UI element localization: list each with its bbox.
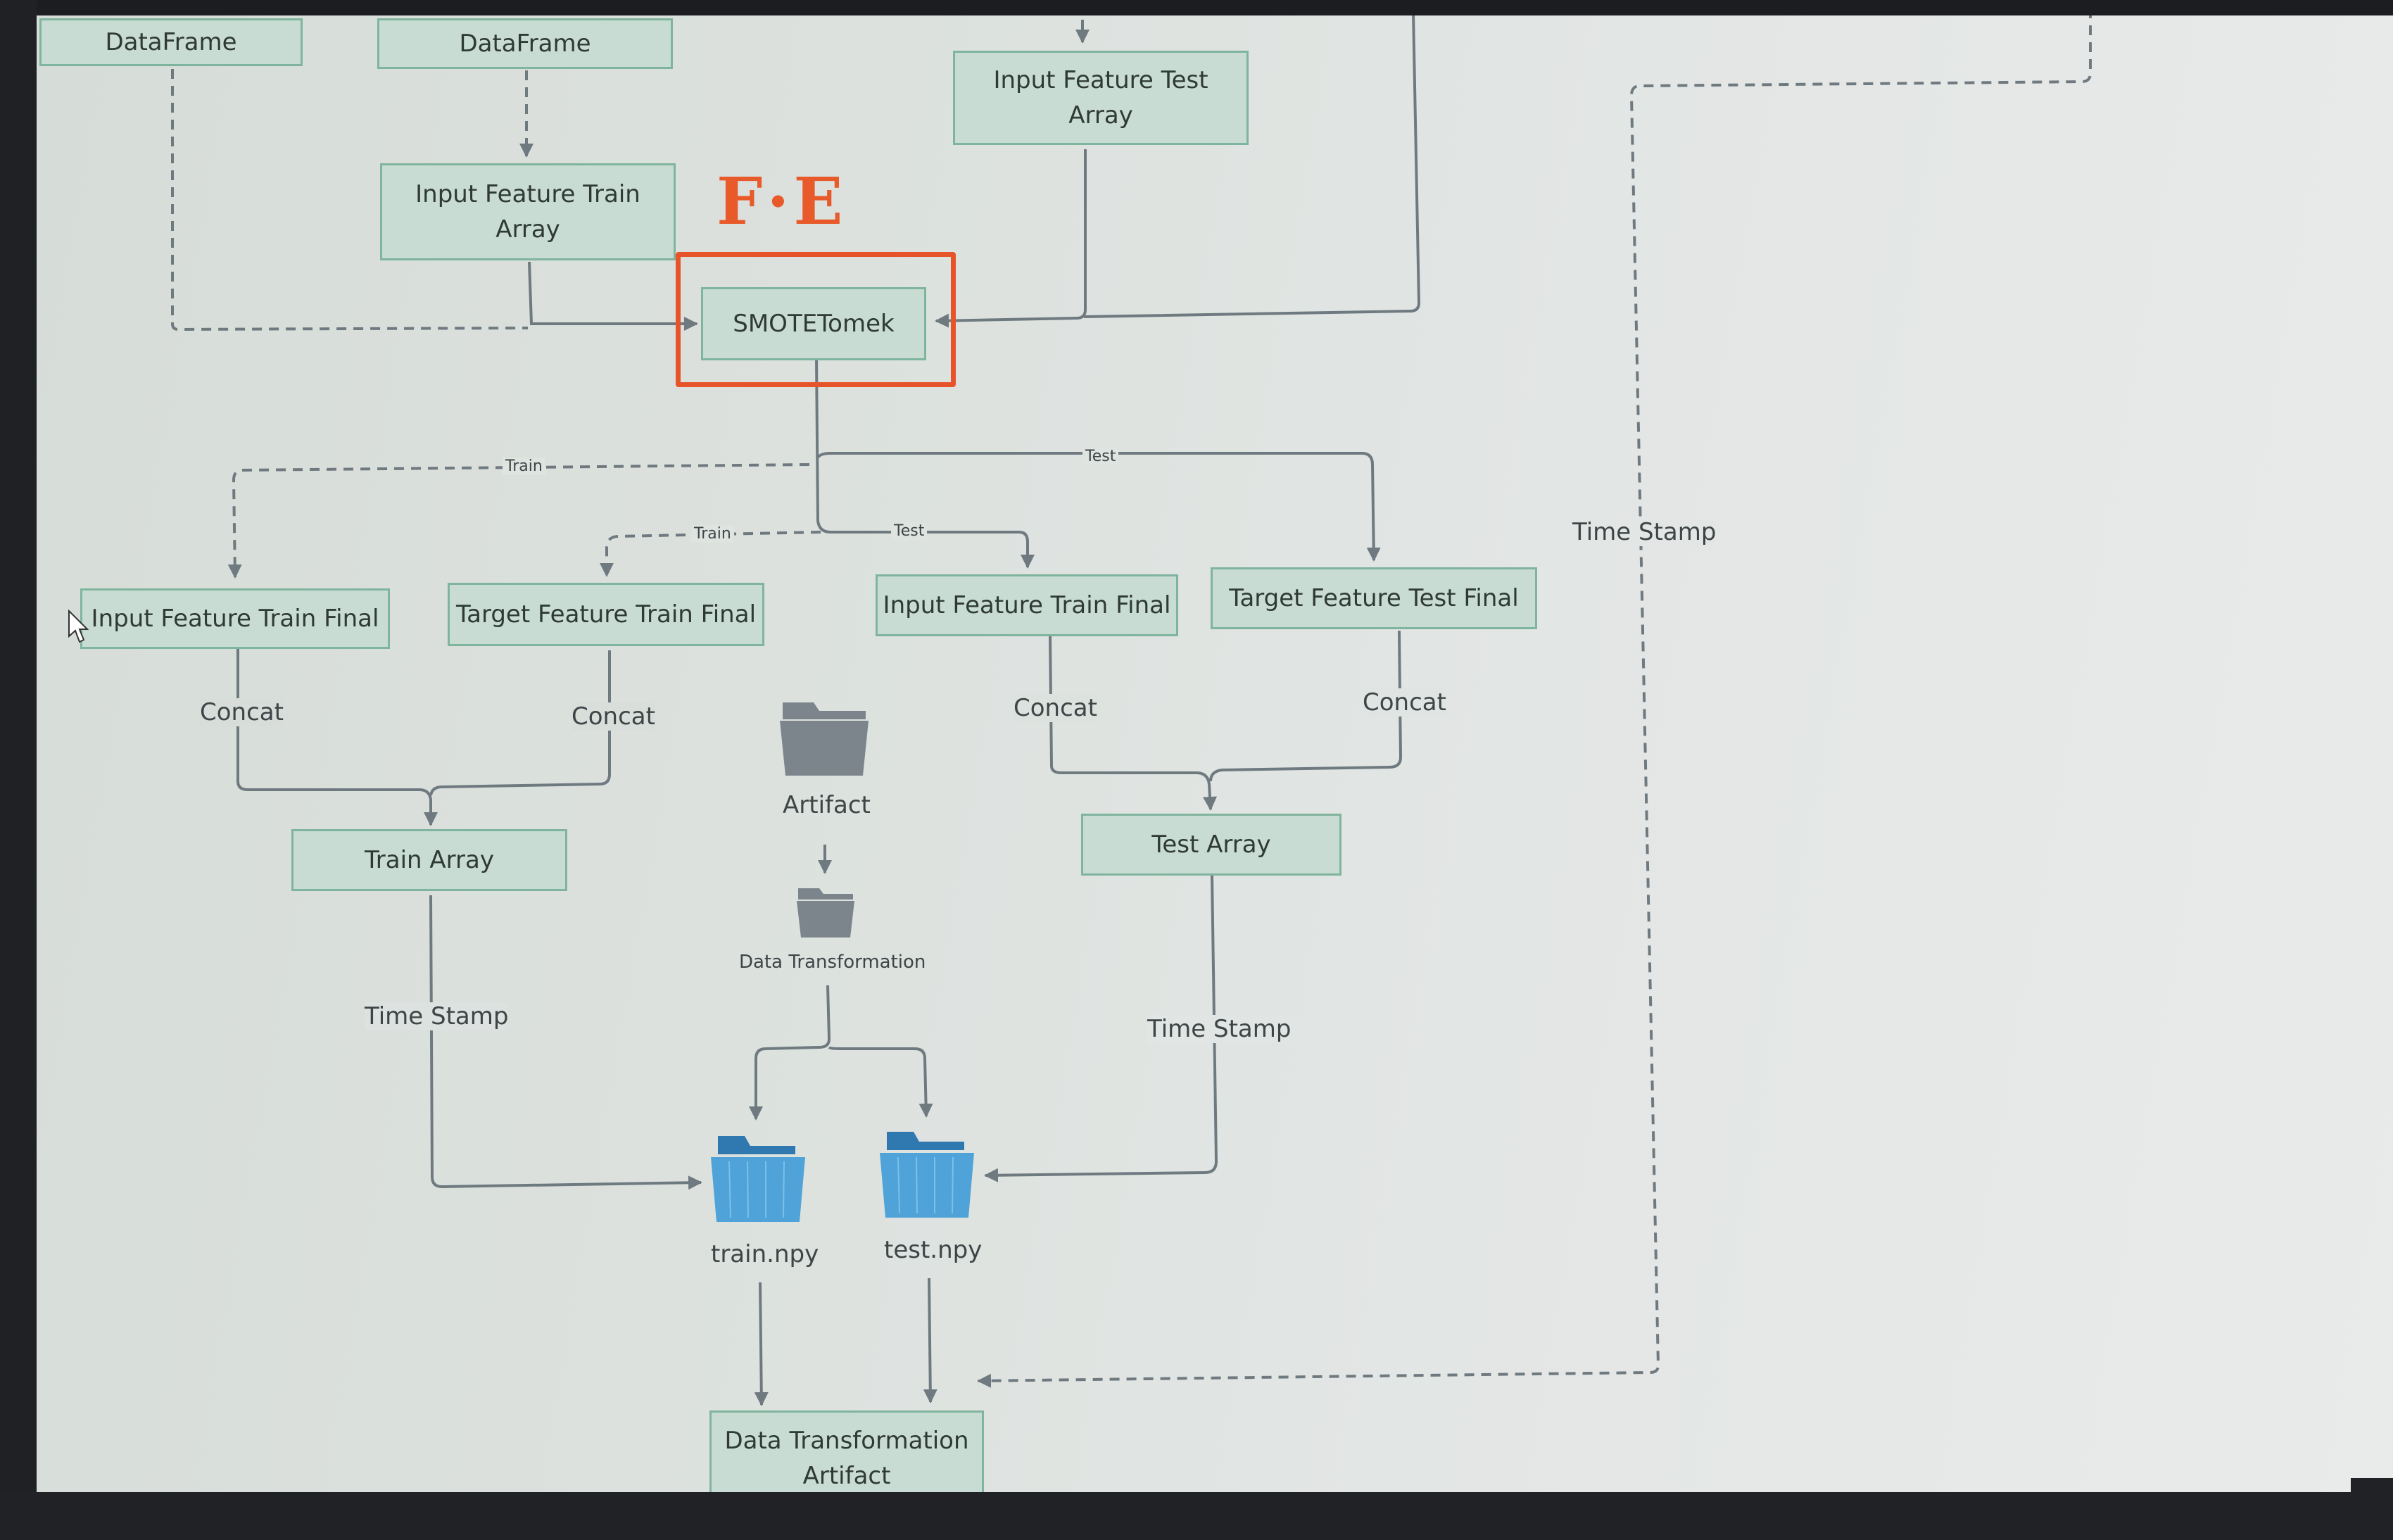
edge-label-train-2: Train <box>691 525 734 543</box>
edge-label-train-1: Train <box>503 457 545 475</box>
target-feature-test-final-node[interactable]: Target Feature Test Final <box>1211 567 1537 629</box>
data-transformation-folder-icon <box>797 888 854 938</box>
smotetomek-label: SMOTETomek <box>733 310 895 338</box>
input-feature-test-array-line2: Array <box>1068 101 1133 130</box>
edge-concat-right-2 <box>1209 630 1403 782</box>
edge-test-npy-dta <box>923 1277 937 1403</box>
artifact-folder-label: Artifact <box>783 791 871 819</box>
edge-right-smote <box>1083 12 1421 318</box>
dta-line1: Data Transformation <box>724 1427 969 1455</box>
edge-train-array-npy <box>429 895 702 1190</box>
edge-label-time-stamp-test: Time Stamp <box>1147 1015 1292 1043</box>
edge-train-npy-dta <box>754 1282 769 1406</box>
edge-timestamp-loop <box>977 8 2092 1388</box>
mouse-cursor-icon <box>68 610 89 643</box>
test-npy-label: test.npy <box>884 1236 983 1264</box>
target-feature-train-final-label: Target Feature Train Final <box>455 600 757 629</box>
data-transformation-artifact-node[interactable]: Data Transformation Artifact <box>709 1410 984 1506</box>
input-feature-train-final-node-2[interactable]: Input Feature Train Final <box>876 574 1178 636</box>
bottom-right-bezel <box>2351 1478 2393 1540</box>
train-npy-label: train.npy <box>711 1240 819 1268</box>
test-array-node[interactable]: Test Array <box>1081 814 1341 876</box>
edge-label-concat-4: Concat <box>1363 688 1446 717</box>
input-feature-test-array-line1: Input Feature Test <box>993 66 1208 94</box>
input-feature-train-array-node[interactable]: Input Feature Train Array <box>380 163 676 260</box>
test-npy-folder-icon[interactable] <box>877 1129 977 1220</box>
edge-label-time-stamp-train: Time Stamp <box>365 1002 509 1030</box>
edge-label-test-2: Test <box>891 522 928 540</box>
dataframe-node-2[interactable]: DataFrame <box>377 18 673 69</box>
input-feature-train-array-line1: Input Feature Train <box>415 180 640 208</box>
data-transformation-folder-label: Data Transformation <box>739 952 926 973</box>
input-feature-train-final-node-1[interactable]: Input Feature Train Final <box>80 588 390 649</box>
edge-train-array-smote <box>528 261 698 331</box>
train-array-label: Train Array <box>365 846 494 874</box>
dataframe-node-1[interactable]: DataFrame <box>39 18 303 66</box>
edge-label-concat-2: Concat <box>572 702 655 731</box>
edge-df1-smote <box>171 69 529 332</box>
dta-line2: Artifact <box>802 1462 891 1490</box>
dataframe-node-2-label: DataFrame <box>459 30 591 58</box>
train-array-node[interactable]: Train Array <box>291 829 567 891</box>
edge-label-time-stamp-right: Time Stamp <box>1572 518 1717 546</box>
edge-concat-right-1 <box>1049 634 1217 811</box>
edge-label-test-1: Test <box>1082 448 1119 465</box>
input-feature-train-final-label-1: Input Feature Train Final <box>91 605 379 633</box>
input-feature-test-array-node[interactable]: Input Feature Test Array <box>953 51 1249 145</box>
edge-label-concat-1: Concat <box>200 698 284 726</box>
edge-concat-left-2 <box>429 650 611 796</box>
target-feature-test-final-label: Target Feature Test Final <box>1229 584 1519 612</box>
highlight-box <box>676 252 956 387</box>
edge-label-concat-3: Concat <box>1014 694 1097 722</box>
edge-test-array-npy <box>984 873 1218 1182</box>
artifact-folder-icon <box>780 702 869 776</box>
fe-annotation: F·E <box>716 163 847 239</box>
edge-concat-left <box>236 648 438 826</box>
edge-test-branch-1 <box>816 452 1381 562</box>
input-feature-train-array-line2: Array <box>495 215 560 244</box>
bottom-bezel <box>0 1492 2393 1540</box>
train-npy-folder-icon[interactable] <box>708 1133 808 1225</box>
dataframe-node-1-label: DataFrame <box>105 28 237 56</box>
edge-train-branch-2 <box>600 531 821 577</box>
edge-dt-split-left <box>749 985 831 1121</box>
edge-test-array-smote <box>935 149 1087 328</box>
edge-train-branch-1 <box>227 463 810 579</box>
smotetomek-node[interactable]: SMOTETomek <box>701 287 926 360</box>
top-bezel <box>0 0 2393 15</box>
edge-dt-split-right <box>828 1046 933 1118</box>
left-bezel <box>0 0 37 1540</box>
test-array-label: Test Array <box>1151 831 1271 859</box>
target-feature-train-final-node[interactable]: Target Feature Train Final <box>448 583 764 646</box>
input-feature-train-final-label-2: Input Feature Train Final <box>883 591 1171 619</box>
